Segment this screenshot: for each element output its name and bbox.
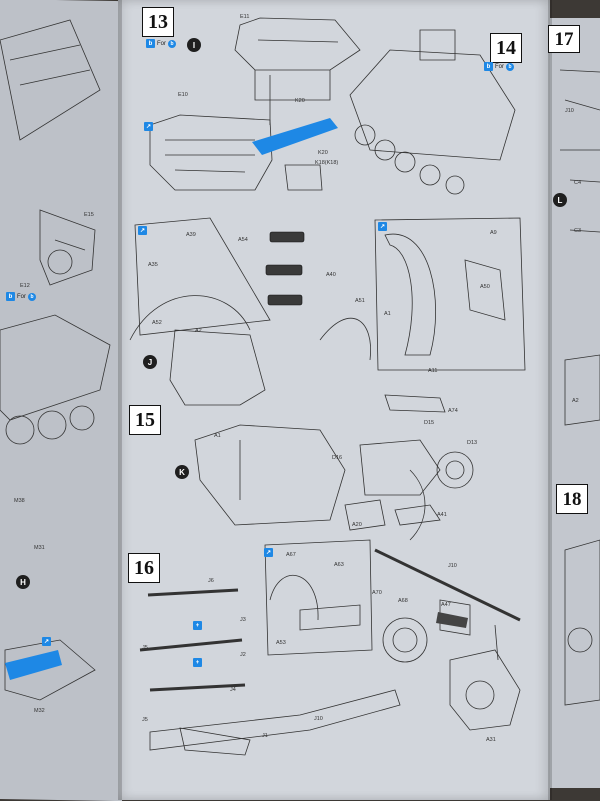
part-label: A54	[238, 237, 248, 243]
part-label: C3	[574, 228, 582, 234]
part-label: A70	[372, 590, 382, 596]
step-16-box: 16	[128, 553, 160, 583]
part-label: A50	[480, 284, 490, 290]
cement-icon: +	[193, 621, 202, 630]
step14-version-marker: b For b	[484, 62, 514, 71]
version-b-icon: b	[6, 292, 15, 301]
version-b-icon: b	[484, 62, 493, 71]
step13-interior-part	[150, 115, 272, 190]
sub-assembly-h-marker: H	[16, 575, 30, 589]
detail-view-icon: ↗	[42, 637, 51, 646]
step-18-box: 18	[556, 484, 588, 514]
part-label: J10	[448, 563, 457, 569]
part-label: A47	[441, 602, 451, 608]
part-label: J4	[230, 687, 236, 693]
part-label: A41	[437, 512, 447, 518]
part-label: K20	[295, 98, 305, 104]
step15-rear-plate	[195, 425, 345, 525]
step13-turret-part	[235, 18, 360, 70]
part-label: A9	[490, 230, 497, 236]
left-chassis	[0, 315, 110, 420]
for-label: For	[17, 293, 26, 300]
part-label: A51	[355, 298, 365, 304]
part-label: A68	[398, 598, 408, 604]
part-label: E15	[84, 212, 94, 218]
sub-assembly-k-marker: K	[175, 465, 189, 479]
part-label: D16	[332, 455, 343, 461]
part-label: J5	[142, 645, 148, 651]
step15-right-callout-frame	[375, 218, 525, 370]
part-label: J10	[565, 108, 574, 114]
part-label: K20	[318, 150, 328, 156]
for-label: For	[157, 40, 166, 47]
part-label: J1	[262, 733, 268, 739]
part-label: J2	[240, 652, 246, 658]
version-mark: b	[168, 39, 176, 48]
part-label: D15	[424, 420, 435, 426]
cement-icon: +	[193, 658, 202, 667]
part-label: C4	[574, 180, 582, 186]
part-label: A53	[276, 640, 286, 646]
step15-lower-part	[170, 330, 265, 405]
right-instruction-page	[548, 18, 600, 788]
part-label: E12	[20, 283, 30, 289]
part-label: J6	[208, 578, 214, 584]
blue-highlight-parts	[5, 118, 338, 680]
part-label: A67	[286, 552, 296, 558]
part-label: J5	[142, 717, 148, 723]
part-label: E11	[240, 14, 250, 20]
left-hull-part	[0, 20, 100, 140]
part-label: A74	[448, 408, 458, 414]
part-label: A20	[352, 522, 362, 528]
for-label: For	[495, 63, 504, 70]
step15-callout-frame	[135, 218, 270, 335]
part-label: M32	[34, 708, 45, 714]
part-label: J10	[314, 716, 323, 722]
part-label: A40	[326, 272, 336, 278]
part-label: K18(K18)	[315, 160, 339, 166]
part-label: A2	[572, 398, 579, 404]
step15-track-pads	[266, 232, 304, 305]
step13-version-marker: b For b	[146, 39, 176, 48]
detail-view-icon: ↗	[264, 548, 273, 557]
detail-view-icon: ↗	[378, 222, 387, 231]
sub-assembly-j-marker: J	[143, 355, 157, 369]
part-label: A11	[428, 368, 438, 374]
step14-hull-part	[350, 50, 515, 160]
part-label: A31	[486, 737, 496, 743]
step15-gearbox	[360, 440, 440, 495]
detail-view-icon: ↗	[144, 122, 153, 131]
part-label: A1	[384, 311, 391, 317]
part-label: A35	[148, 262, 158, 268]
version-b-icon: b	[146, 39, 155, 48]
part-label: E10	[178, 92, 188, 98]
part-label: M31	[34, 545, 45, 551]
part-label: A52	[152, 320, 162, 326]
page-fold-right	[548, 0, 552, 800]
step16-gun-barrel	[150, 690, 400, 750]
left-fender-part	[40, 210, 95, 285]
version-mark: b	[28, 292, 36, 301]
step16-mount-part	[450, 650, 520, 730]
part-label: A2	[195, 328, 202, 334]
sub-assembly-l-marker: L	[553, 193, 567, 207]
part-label: A63	[334, 562, 344, 568]
center-instruction-page	[118, 0, 550, 800]
step-13-box: 13	[142, 7, 174, 37]
page-fold-left	[118, 0, 122, 800]
detail-view-icon: ↗	[138, 226, 147, 235]
step-17-box: 17	[548, 25, 580, 53]
step16-callout-frame	[265, 540, 372, 655]
part-label: M38	[14, 498, 25, 504]
part-label: J3	[240, 617, 246, 623]
left-version-marker: b For b	[6, 292, 36, 301]
step-15-box: 15	[129, 405, 161, 435]
part-label: A1	[214, 433, 221, 439]
part-label: A39	[186, 232, 196, 238]
version-mark: b	[506, 62, 514, 71]
step-14-box: 14	[490, 33, 522, 63]
part-label: D13	[467, 440, 478, 446]
sub-assembly-i-marker: I	[187, 38, 201, 52]
